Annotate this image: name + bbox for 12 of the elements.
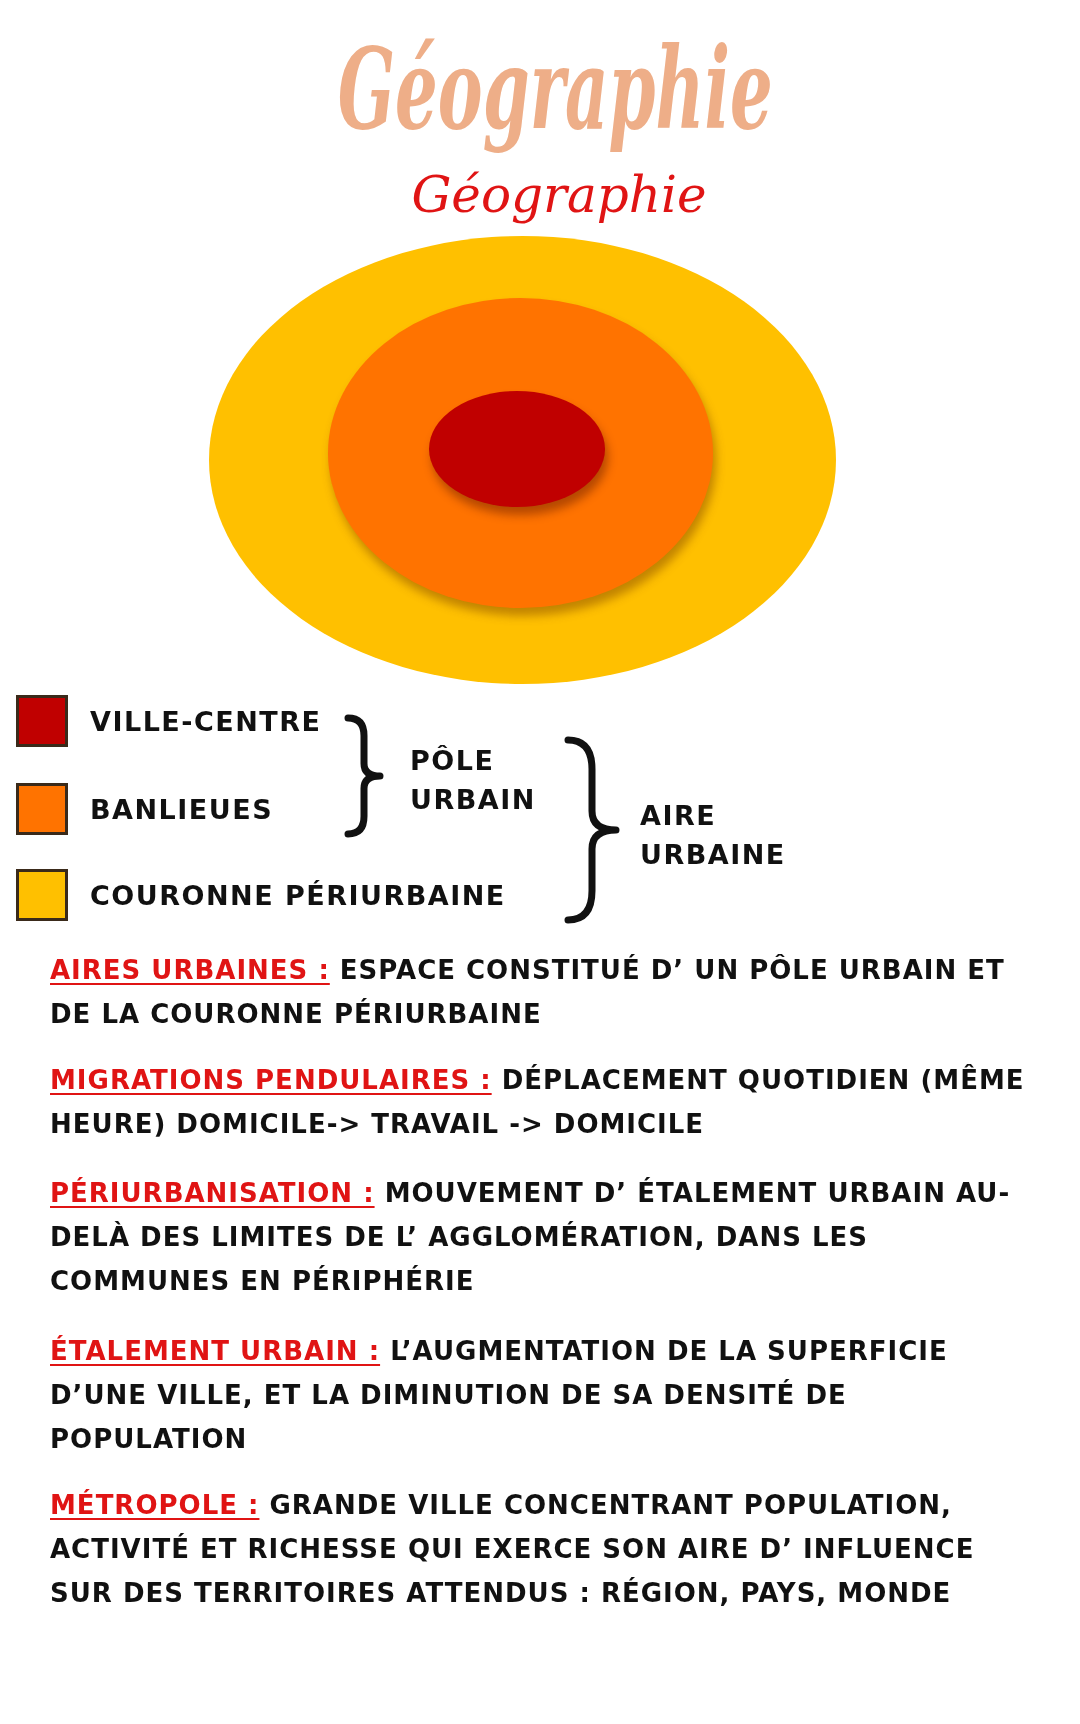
legend-label: COURONNE PÉRIURBAINE	[90, 881, 506, 911]
group-label: PÔLE URBAIN	[410, 744, 537, 818]
definition-text: ÉTALEMENT URBAIN : L’AUGMENTATION DE LA SUPERFICIE D’UNE VILLE, ET LA DIMINUTION DE SA DENSITÉ DE POPULATION	[50, 1334, 949, 1456]
legend-label: VILLE-CENTRE	[90, 707, 322, 737]
subtitle-text: Géographie	[410, 165, 708, 226]
definition-text: AIRES URBAINES : ESPACE CONSTITUÉ D’ UN PÔLE URBAIN ET DE LA COURONNE PÉRIURBAINE	[50, 953, 1006, 1031]
definition-text: MIGRATIONS PENDULAIRES : DÉPLACEMENT QUOTIDIEN (MÊME HEURE) DOMICILE-> TRAVAIL -> DOMICILE	[50, 1063, 1025, 1141]
definition-text: PÉRIURBANISATION : MOUVEMENT D’ ÉTALEMENT URBAIN AU-DELÀ DES LIMITES DE L’ AGGLOMÉRATION, DANS LES COMMUNES EN PÉRIPHÉRIE	[50, 1176, 1012, 1298]
definition-text: MÉTROPOLE : GRANDE VILLE CONCENTRANT POPULATION, ACTIVITÉ ET RICHESSE QUI EXERCE SON AIRE D’ INFLUENCE SUR DES TERRITOIRES ATTENDUS : RÉGION, PAYS, MONDE	[50, 1488, 976, 1610]
legend-label: BANLIEUES	[90, 795, 274, 825]
group-label: AIRE URBAINE	[640, 799, 787, 873]
title-text: Géographie	[336, 22, 774, 156]
